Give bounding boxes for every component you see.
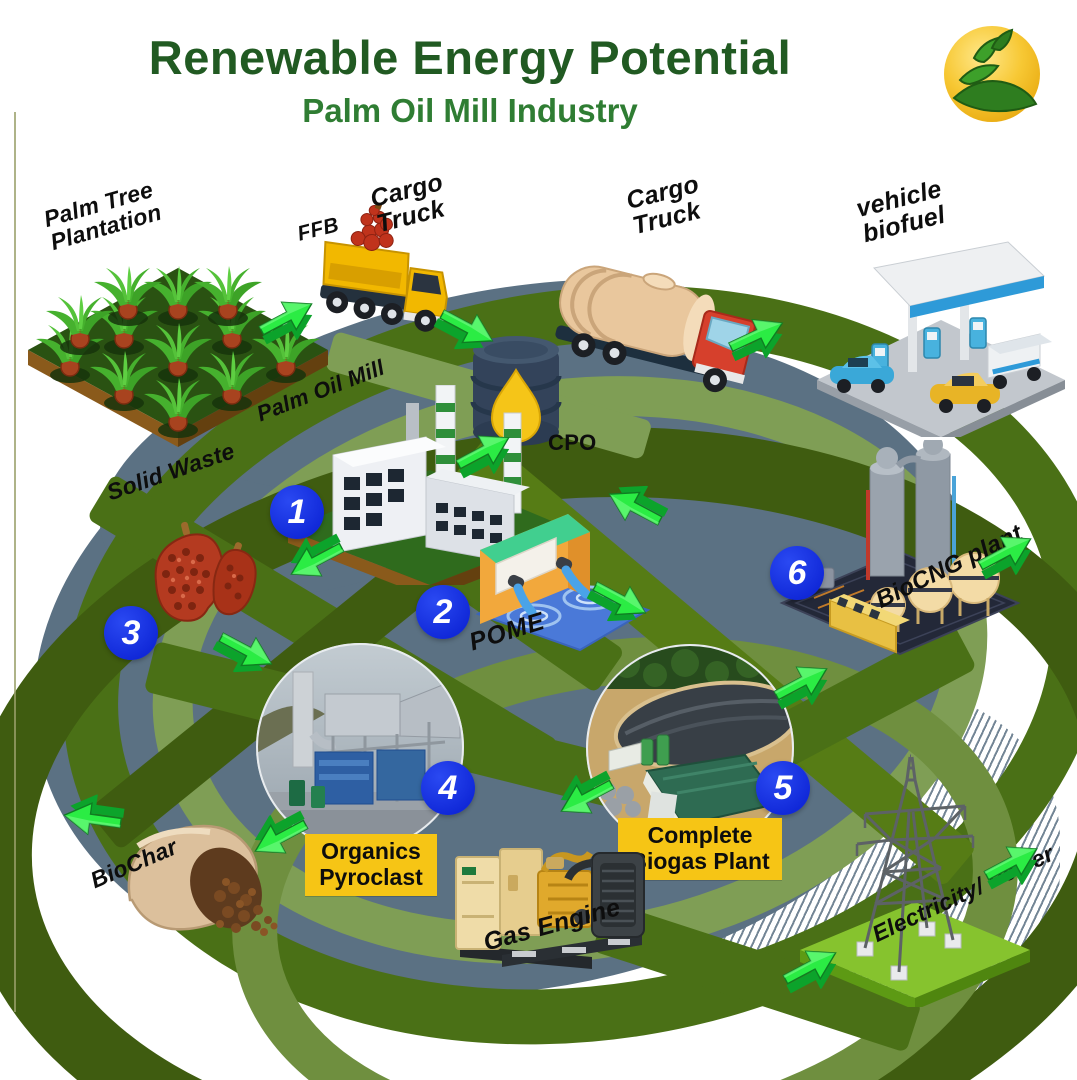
- dump-truck-icon: [320, 205, 448, 332]
- leaf-sun-logo-icon: [944, 26, 1040, 122]
- node-label-cargo-truck-ffb: Cargo Truck: [367, 167, 448, 239]
- node-label-biogas: Complete Biogas Plant: [618, 818, 782, 880]
- step-badge-2: 2: [416, 585, 470, 639]
- step-badge-5: 5: [756, 761, 810, 815]
- left-edge-line: [14, 112, 16, 1012]
- palm-plantation-icon: [28, 265, 328, 447]
- effluent-pond-icon: [475, 514, 651, 652]
- step-badge-4: 4: [421, 761, 475, 815]
- cng-plant-icon: [779, 440, 1021, 655]
- node-label-cargo-truck-cpo: Cargo Truck: [623, 169, 704, 241]
- step-badge-6: 6: [770, 546, 824, 600]
- generator-icon: [455, 848, 645, 969]
- page-subtitle: Palm Oil Mill Industry: [302, 92, 638, 129]
- biogas-plant-photo: [586, 644, 794, 852]
- flow-arrow-icon: [56, 790, 126, 844]
- empty-fruit-bunch-icon: [154, 521, 257, 622]
- fuel-station-icon: [817, 241, 1065, 437]
- page-title: Renewable Energy Potential: [148, 31, 792, 84]
- char-sack-icon: [127, 824, 278, 936]
- step-badge-1: 1: [270, 485, 324, 539]
- step-badge-3: 3: [104, 606, 158, 660]
- node-label-pyroclast: Organics Pyroclast: [305, 834, 437, 896]
- oil-barrel-icon: [470, 336, 562, 446]
- node-label-cpo: CPO: [548, 430, 597, 455]
